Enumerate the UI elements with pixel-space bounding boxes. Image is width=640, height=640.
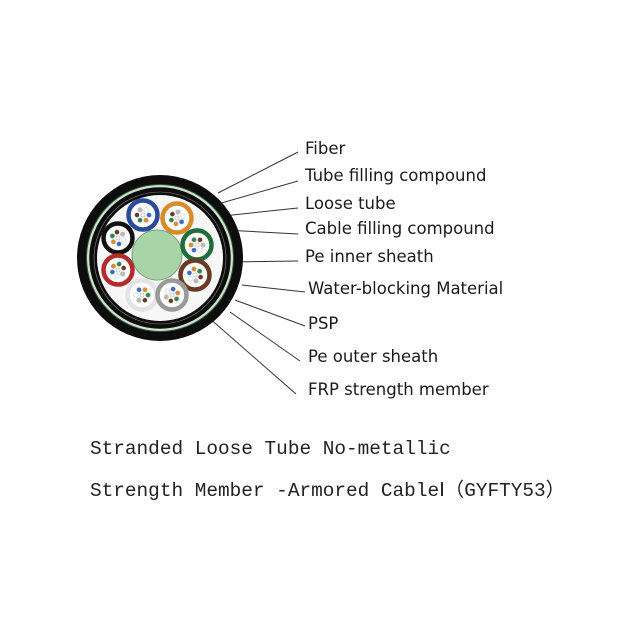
label-fiber: Fiber [305, 139, 346, 158]
fiber [110, 239, 116, 245]
caption-line-2: Strength Member -Armored CableⅠ（GYFTY53） [90, 480, 566, 502]
label-water-blocking-material: Water-blocking Material [308, 279, 504, 298]
fiber [115, 235, 121, 241]
fiber [193, 278, 199, 284]
label-psp: PSP [308, 314, 339, 333]
fiber [145, 292, 151, 298]
fiber [200, 242, 206, 248]
psp-layer [86, 184, 234, 332]
fiber [169, 292, 175, 298]
psp-layer-edge [86, 184, 234, 332]
fiber [175, 209, 181, 215]
fiber [133, 292, 139, 298]
loose-tube [160, 201, 194, 235]
label-loose-tube: Loose tube [305, 194, 396, 213]
leader-line [234, 299, 306, 327]
leader-line [229, 311, 301, 362]
fiber [187, 276, 193, 282]
leader-line [241, 284, 306, 293]
fiber [146, 212, 152, 218]
fiber [192, 272, 198, 278]
fiber [143, 207, 149, 213]
fiber [197, 268, 203, 274]
fiber [116, 261, 122, 267]
fiber [136, 287, 142, 293]
loose-tube [180, 228, 214, 262]
fiber [120, 231, 126, 237]
leader-line [217, 151, 299, 194]
fiber [110, 263, 116, 269]
fiber [142, 297, 148, 303]
fiber [174, 215, 180, 221]
fiber [134, 212, 140, 218]
fiber [175, 290, 181, 296]
fiber [120, 271, 126, 277]
fiber [116, 241, 122, 247]
loose-tube [101, 253, 135, 287]
loose-tube [101, 221, 135, 255]
label-frp-strength-member: FRP strength member [308, 380, 489, 399]
loose-tube [155, 278, 189, 312]
label-cable-filling-compound: Cable filling compound [305, 219, 495, 238]
loose-tube [178, 258, 212, 292]
fiber [121, 265, 127, 271]
loose-tubes [101, 198, 214, 312]
fiber [114, 273, 120, 279]
fiber [137, 207, 143, 213]
frp-strength-member [131, 229, 183, 281]
fiber [198, 274, 204, 280]
loose-tube [126, 198, 160, 232]
fiber [191, 266, 197, 272]
fiber [168, 217, 174, 223]
fiber [121, 237, 127, 243]
fiber [140, 212, 146, 218]
fiber [168, 298, 174, 304]
fiber [115, 267, 121, 273]
label-pe-inner-sheath: Pe inner sheath [305, 247, 434, 266]
fiber [174, 296, 179, 302]
fiber [114, 229, 120, 235]
fiber [173, 221, 179, 227]
fiber [186, 270, 192, 276]
fiber [197, 237, 203, 243]
caption-line-1: Stranded Loose Tube No-metallic [90, 438, 451, 460]
fiber [109, 269, 115, 275]
fiber [191, 237, 197, 243]
fiber [169, 211, 175, 217]
loose-tube [125, 278, 159, 312]
fiber [165, 288, 170, 294]
fiber [179, 219, 185, 225]
fiber [143, 217, 149, 223]
fiber [197, 247, 203, 253]
fiber [194, 242, 200, 248]
fiber [170, 286, 176, 292]
label-tube-filling-compound: Tube filling compound [305, 166, 487, 185]
fiber [139, 292, 145, 298]
fiber [163, 294, 169, 300]
fiber [142, 287, 148, 293]
fiber [109, 233, 115, 239]
fiber [188, 242, 194, 248]
fiber [137, 217, 143, 223]
fiber [191, 247, 197, 253]
fiber [136, 297, 142, 303]
fiber [180, 213, 186, 219]
water-blocking-ring [93, 191, 227, 325]
label-pe-outer-sheath: Pe outer sheath [308, 347, 439, 366]
